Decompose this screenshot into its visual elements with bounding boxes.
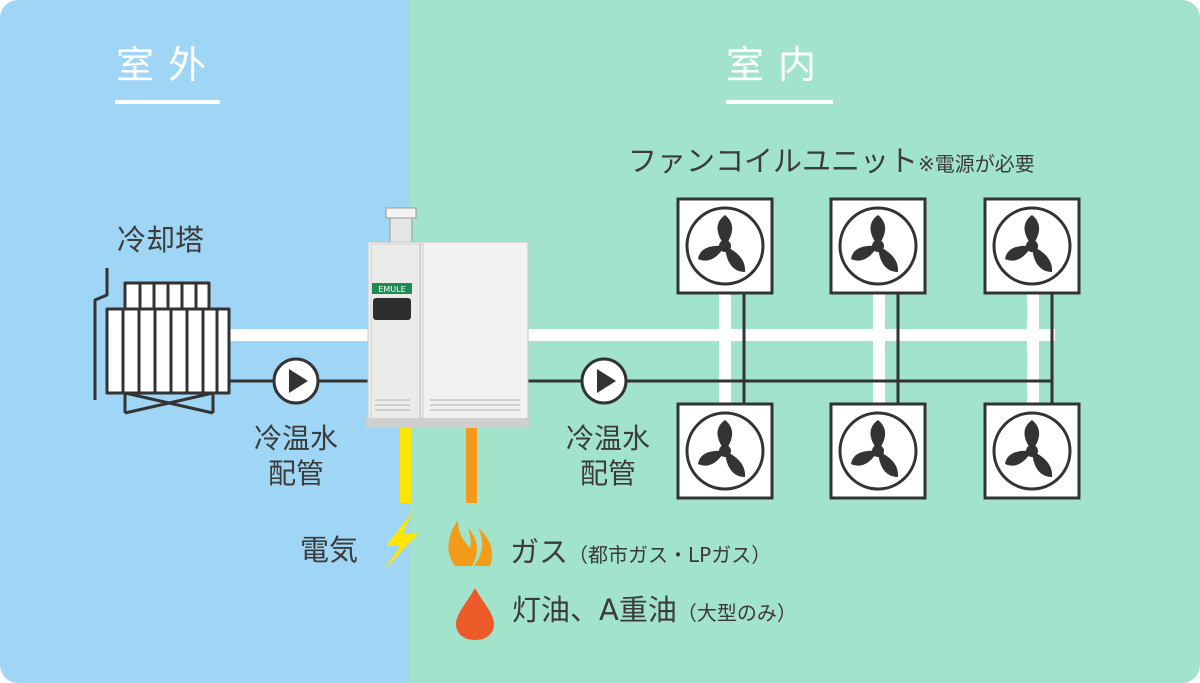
oil-label-group: 灯油、A重油（大型のみ）	[512, 596, 797, 625]
pump-icon	[580, 357, 628, 405]
machine-logo: EMULE	[378, 285, 405, 294]
gas-note: （都市ガス・LPガス）	[568, 543, 772, 567]
chiller-unit-icon: EMULE	[366, 207, 530, 428]
fan-coil-icon	[983, 402, 1081, 500]
indoor-title: 室内	[726, 43, 831, 87]
lightning-icon	[384, 512, 418, 570]
gas-label-group: ガス（都市ガス・LPガス）	[510, 538, 771, 567]
gas-line	[466, 425, 477, 503]
flame-icon	[448, 520, 493, 566]
fan-coil-title: ファンコイルユニット※電源が必要	[628, 147, 1035, 176]
gas-label: ガス	[510, 535, 569, 569]
indoor-area	[410, 0, 1200, 683]
pump-icon	[272, 357, 320, 405]
pipe-label-line1: 冷温水	[565, 422, 650, 455]
pipe-label-indoor: 冷温水 配管	[556, 421, 660, 491]
pipe-label-line2: 配管	[579, 457, 636, 490]
fan-coil-icon	[676, 402, 774, 500]
oil-drop-icon	[456, 588, 494, 640]
supply-pipe	[228, 290, 1055, 410]
return-pipe	[228, 290, 1054, 404]
cooling-tower-icon	[93, 268, 231, 415]
pipe-label-line1: 冷温水	[253, 422, 338, 455]
fan-coil-icon	[829, 197, 927, 295]
oil-note: （大型のみ）	[676, 601, 797, 625]
fan-coil-label: ファンコイルユニット	[628, 144, 919, 178]
pipe-label-line2: 配管	[267, 457, 324, 490]
cooling-tower-label: 冷却塔	[117, 223, 205, 257]
indoor-title-underline	[726, 100, 833, 104]
electric-label: 電気	[300, 533, 359, 567]
fan-coil-icon	[829, 402, 927, 500]
fan-coil-icon	[983, 197, 1081, 295]
outdoor-title-underline	[115, 100, 220, 104]
oil-label: 灯油、A重油	[512, 593, 677, 627]
fan-coil-icon	[676, 197, 774, 295]
pipe-label-outdoor: 冷温水 配管	[244, 421, 348, 491]
fan-coil-note: ※電源が必要	[918, 152, 1035, 176]
electric-line	[400, 425, 411, 503]
outdoor-title: 室外	[116, 43, 221, 87]
